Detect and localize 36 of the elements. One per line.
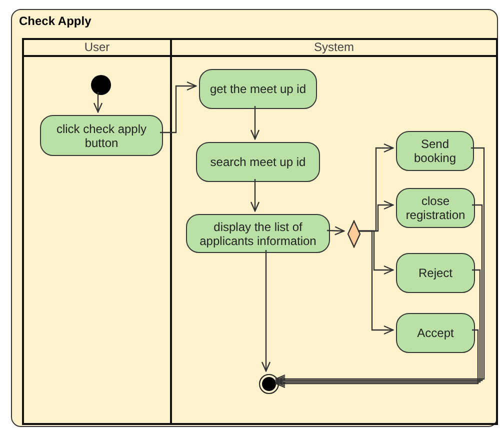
arrow [160, 81, 197, 134]
action-box [396, 253, 475, 293]
action-label: display the list of applicants information [198, 220, 318, 248]
action-box [396, 131, 474, 171]
arrow [250, 106, 260, 140]
action-label: Send booking [412, 137, 458, 165]
decision-diamond [347, 220, 361, 248]
arrow [358, 230, 394, 335]
end-node [259, 374, 279, 394]
start-node [91, 75, 111, 95]
swimlane [22, 38, 172, 425]
action-label: Reject [417, 266, 454, 280]
action-label: search meet up id [209, 155, 307, 169]
frame-title: Check Apply [19, 14, 92, 28]
activity-frame [11, 9, 498, 427]
arrow [275, 269, 481, 387]
action-box [196, 142, 320, 182]
action-label: close registration [404, 194, 466, 222]
action-box [199, 69, 317, 109]
action-label: Accept [416, 326, 455, 340]
arrow [261, 250, 271, 372]
arrow [275, 147, 485, 384]
action-box [396, 188, 475, 228]
arrow [275, 329, 479, 388]
arrow [275, 204, 483, 386]
action-label: get the meet up id [208, 82, 308, 96]
arrow [93, 92, 103, 113]
swimlane [170, 38, 498, 425]
action-label: click check apply button [55, 122, 148, 150]
lane-header: User [24, 40, 170, 57]
action-box [396, 313, 475, 353]
action-box [186, 214, 330, 253]
action-box [40, 115, 163, 156]
arrow [326, 226, 345, 236]
arrow [250, 179, 260, 212]
lane-header: System [172, 40, 496, 57]
